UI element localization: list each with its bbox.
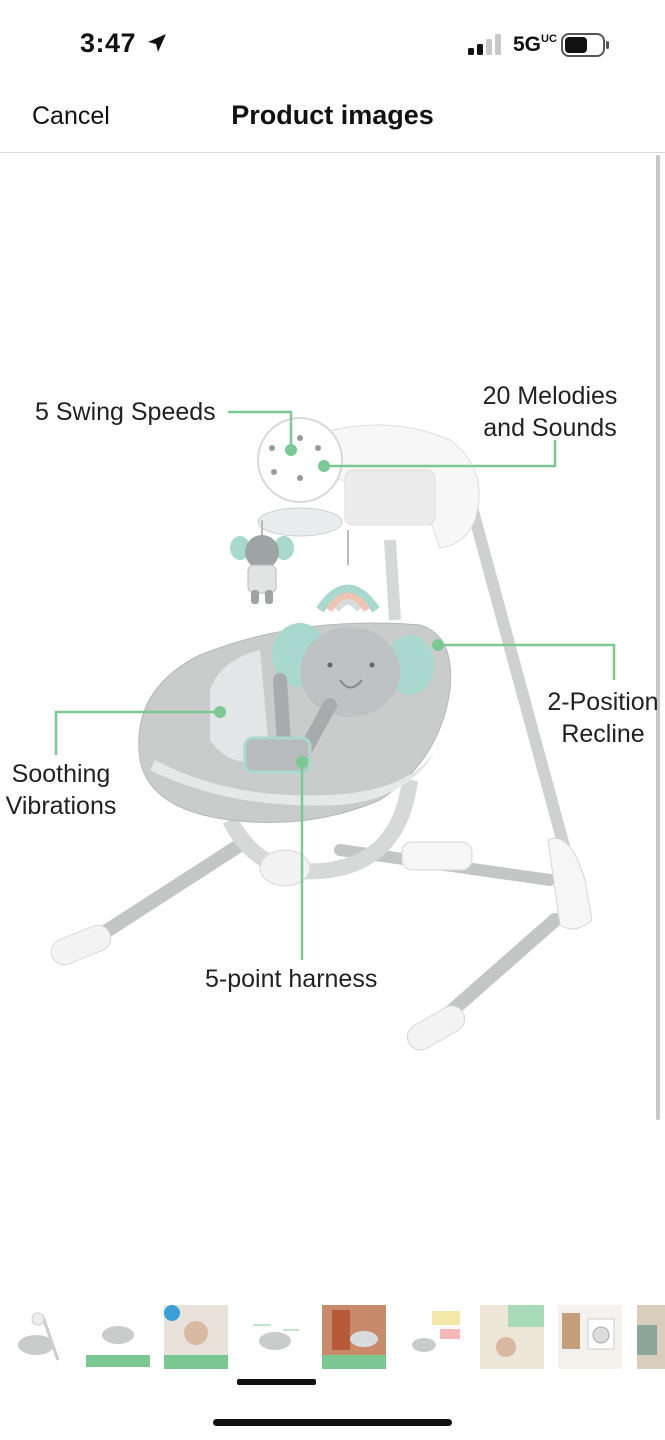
- home-indicator[interactable]: [213, 1419, 452, 1426]
- thumbnail-room-icon: [637, 1325, 657, 1355]
- baby-swing-illustration: [50, 410, 616, 1051]
- thumbnail-strip[interactable]: [0, 1305, 665, 1371]
- status-bar: 3:47 5GUC: [0, 0, 665, 90]
- thumbnail-swing-arc-icon: [86, 1326, 150, 1367]
- callout-vibrations: Soothing Vibrations: [5, 760, 117, 820]
- thumbnail-mat-icon: [496, 1305, 544, 1357]
- thumbnail-washer-icon: [562, 1313, 615, 1350]
- thumbnail-1[interactable]: [8, 1305, 72, 1369]
- page-title: Product images: [231, 100, 434, 130]
- thumbnail-swing-icon: [18, 1312, 60, 1361]
- thumbnail-5[interactable]: [322, 1305, 386, 1369]
- thumbnail-6[interactable]: [400, 1305, 464, 1369]
- network-type: 5GUC: [513, 33, 557, 56]
- thumbnail-baby-icon: [164, 1305, 228, 1369]
- navigation-bar: Cancel Product images: [0, 90, 665, 153]
- selected-thumbnail-indicator: [237, 1379, 316, 1385]
- scrollbar[interactable]: [656, 155, 660, 1120]
- callout-recline: 2-Position Recline: [547, 688, 659, 748]
- product-image[interactable]: 5 Swing Speeds 20 Melodies and Sounds 2-…: [0, 160, 665, 1260]
- location-arrow-icon: [148, 34, 166, 52]
- thumbnail-4[interactable]: [243, 1305, 307, 1369]
- battery-icon: [561, 33, 609, 57]
- thumbnail-2[interactable]: [86, 1305, 150, 1369]
- thumbnail-3[interactable]: [164, 1305, 228, 1369]
- thumbnail-parent-icon: [322, 1310, 386, 1369]
- clock: 3:47: [80, 28, 137, 58]
- thumbnail-7[interactable]: [480, 1305, 544, 1369]
- cancel-button[interactable]: Cancel: [32, 102, 110, 130]
- thumbnail-8[interactable]: [558, 1305, 622, 1369]
- callout-harness: 5-point harness: [205, 965, 378, 993]
- thumbnail-9[interactable]: [637, 1305, 665, 1369]
- cellular-signal-icon: [468, 34, 501, 55]
- thumbnail-weight-icon: [412, 1311, 460, 1352]
- thumbnail-diagram-icon: [253, 1324, 299, 1350]
- callout-melodies: 20 Melodies and Sounds: [482, 382, 618, 442]
- callout-swing-speeds: 5 Swing Speeds: [35, 398, 216, 426]
